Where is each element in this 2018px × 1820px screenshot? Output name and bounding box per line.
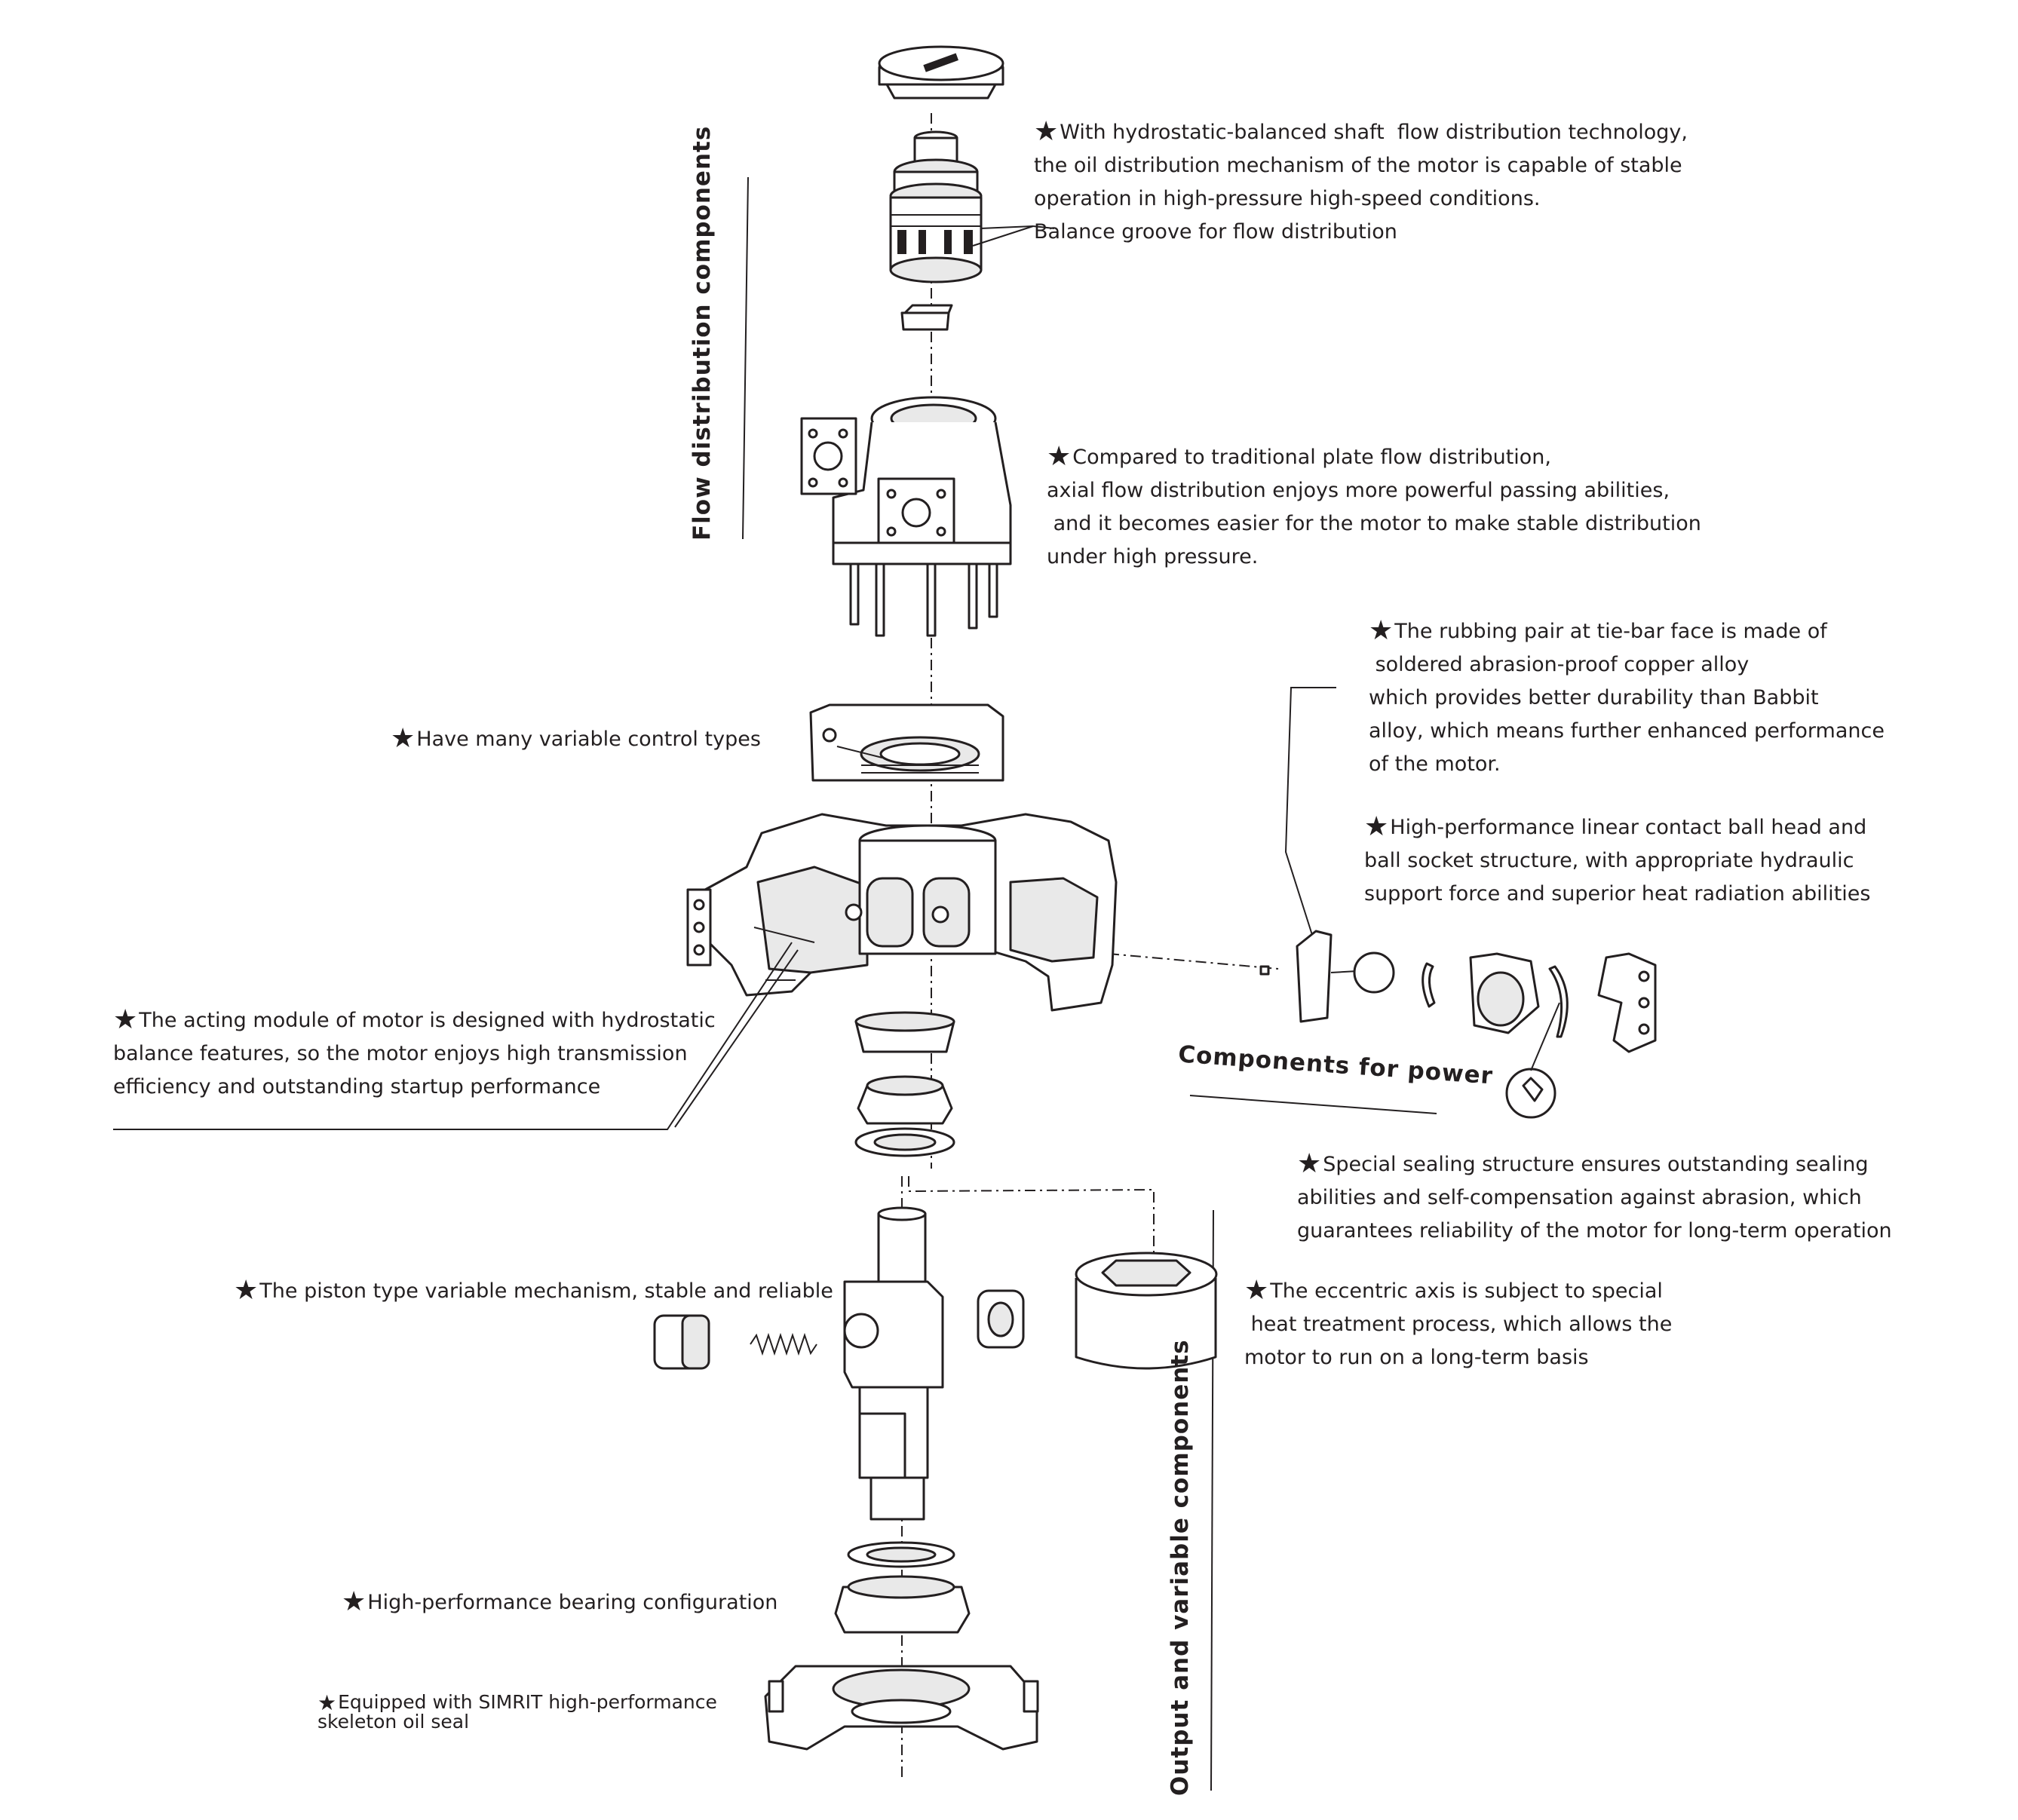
flow-section-rule xyxy=(742,176,749,540)
output-sleeve xyxy=(1075,1252,1218,1370)
top-end-cap xyxy=(878,45,1004,100)
variable-piston-parts xyxy=(653,1289,1025,1370)
output-section-title: Output and variable components xyxy=(1167,1339,1194,1796)
star-icon: ★ xyxy=(113,1004,138,1035)
shaft-key xyxy=(900,304,953,331)
sleeve-axis xyxy=(908,1176,1155,1267)
star-icon: ★ xyxy=(1047,441,1072,472)
note-sealing: ★Special sealing structure ensures outst… xyxy=(1297,1148,1892,1242)
note-ball-head: ★High-performance linear contact ball he… xyxy=(1364,811,1871,905)
star-icon: ★ xyxy=(1244,1275,1269,1306)
variable-control-block xyxy=(809,703,1004,782)
note-piston: ★The piston type variable mechanism, sta… xyxy=(234,1275,833,1306)
eccentric-shaft xyxy=(843,1206,944,1521)
note-variable-control: ★Have many variable control types xyxy=(391,723,761,754)
distribution-shaft xyxy=(889,130,983,283)
note-acting-module: ★The acting module of motor is designed … xyxy=(113,1004,716,1098)
upper-bearing-stack xyxy=(854,1011,955,1157)
side-axis xyxy=(1108,953,1279,970)
star-icon: ★ xyxy=(1369,615,1394,646)
lower-bearing-stack xyxy=(834,1541,971,1634)
note-rubbing: ★The rubbing pair at tie-bar face is mad… xyxy=(1369,615,1885,776)
note-shaft: ★With hydrostatic-balanced shaft flow di… xyxy=(1034,116,1688,244)
leader-lines xyxy=(113,225,1336,1130)
note-axial: ★Compared to traditional plate flow dist… xyxy=(1047,441,1701,568)
star-icon: ★ xyxy=(234,1275,259,1306)
power-components xyxy=(1259,930,1657,1119)
star-icon: ★ xyxy=(317,1690,337,1715)
star-icon: ★ xyxy=(342,1586,366,1617)
star-icon: ★ xyxy=(391,723,416,754)
distributor-housing xyxy=(800,396,1012,637)
star-icon: ★ xyxy=(1034,116,1059,147)
star-icon: ★ xyxy=(1364,811,1389,842)
main-motor-housing xyxy=(686,813,1118,1012)
end-cover xyxy=(764,1665,1039,1751)
note-bearing: ★High-performance bearing configuration xyxy=(342,1586,778,1617)
power-section-rule xyxy=(1189,1095,1437,1114)
note-eccentric: ★The eccentric axis is subject to specia… xyxy=(1244,1275,1673,1369)
star-icon: ★ xyxy=(1297,1148,1322,1179)
flow-section-title: Flow distribution components xyxy=(689,125,716,541)
